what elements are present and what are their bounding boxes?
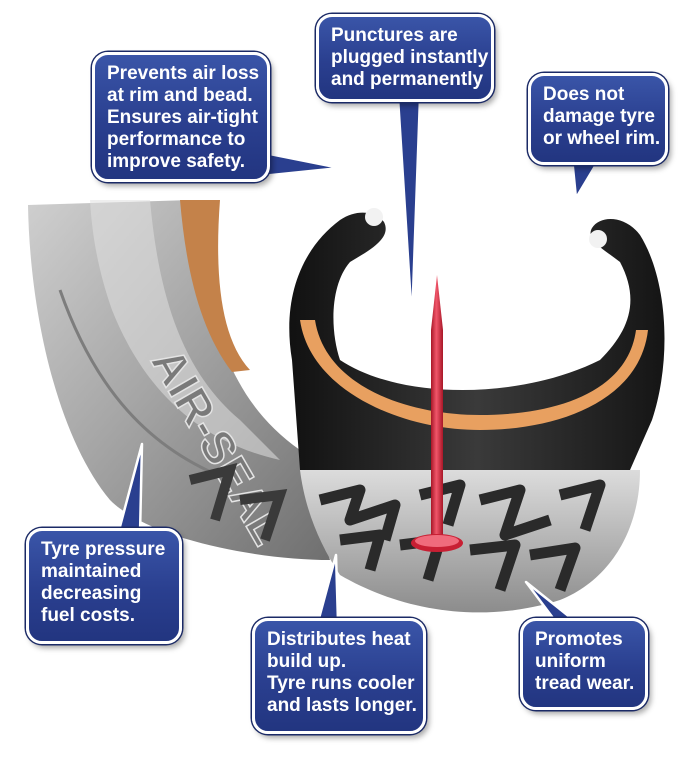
callout-no-damage-line-3: or wheel rim. [543,128,661,149]
callout-rim-bead-line-2: at rim and bead. [107,85,253,106]
callout-no-damage: Does not damage tyre or wheel rim. [528,73,668,165]
callout-no-damage-line-1: Does not [543,84,625,105]
callout-tread-line-3: tread wear. [535,673,635,694]
callout-heat: Distributes heat build up. Tyre runs coo… [252,618,426,734]
callout-rim-bead-line-1: Prevents air loss [107,63,260,84]
callout-rim-bead-line-5: improve safety. [107,151,245,172]
callout-punctures-line-1: Punctures are [331,25,458,46]
callout-tread-line-2: uniform [535,651,606,672]
callout-pressure-line-4: fuel costs. [41,605,135,626]
callout-tread-line-1: Promotes [535,629,623,650]
grey-tyre-sidewall [28,200,330,560]
callout-pressure-line-1: Tyre pressure [41,539,166,560]
callout-pointers [116,96,602,624]
callout-rim-bead-line-4: performance to [107,129,246,150]
callout-pressure-line-3: decreasing [41,583,142,604]
callout-tread: Promotes uniform tread wear. [520,618,648,710]
nail [411,275,463,552]
callout-punctures: Punctures are plugged instantly and perm… [316,14,494,102]
callout-punctures-line-2: plugged instantly [331,47,489,68]
callout-heat-line-4: and lasts longer. [267,695,417,716]
callout-heat-line-2: build up. [267,651,347,672]
callout-pressure-line-2: maintained [41,561,142,582]
sealant-layer [300,320,648,430]
callout-rim-bead-line-3: Ensures air-tight [107,107,258,128]
callout-rim-bead: Prevents air loss at rim and bead. Ensur… [92,52,270,182]
callout-punctures-line-3: and permanently [331,69,484,90]
callout-heat-line-1: Distributes heat [267,629,411,650]
tyre-cross-section [289,208,665,471]
callout-pressure: Tyre pressure maintained decreasing fuel… [26,528,182,644]
callout-no-damage-line-2: damage tyre [543,106,655,127]
callout-heat-line-3: Tyre runs cooler [267,673,415,694]
